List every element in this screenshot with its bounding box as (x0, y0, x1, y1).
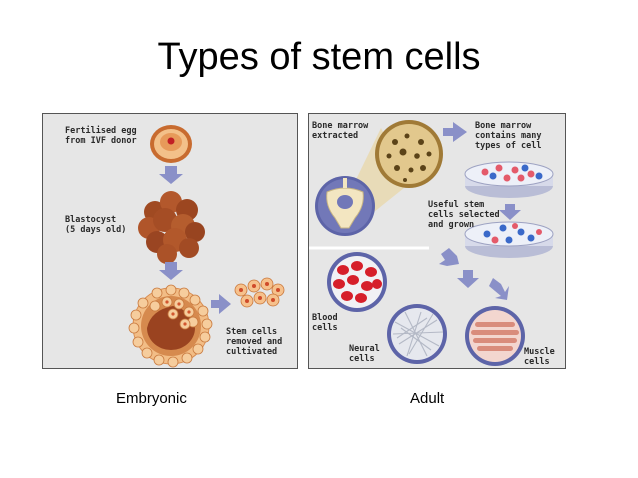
adult-illustration (309, 120, 554, 366)
slide-title: Types of stem cells (157, 36, 481, 78)
adult-caption: Adult (410, 390, 445, 407)
arrow-right-icon (443, 122, 467, 142)
culture-dish-icon (464, 221, 554, 258)
adult-panel: Bone marrow extracted Bone marrow contai… (308, 113, 566, 369)
cultivated-stem-cells-icon (234, 277, 285, 308)
marrow-contains-label: Bone marrow contains many types of cell (475, 121, 542, 151)
bone-marrow-zoom-icon (375, 120, 443, 188)
arrow-right-icon (211, 294, 231, 314)
stem-cells-label: Stem cells removed and cultivated (226, 327, 283, 357)
blood-cells-icon (327, 252, 387, 312)
fertilised-egg-label: Fertilised egg from IVF donor (65, 126, 137, 146)
blastocyst-label: Blastocyst (5 days old) (65, 215, 127, 235)
muscle-cells-label: Muscle cells (524, 347, 555, 367)
blood-cells-label: Blood cells (312, 313, 338, 333)
useful-stem-cells-label: Useful stem cells selected and grown (428, 200, 500, 230)
arrow-down-right-icon (489, 278, 509, 300)
marrow-extracted-label: Bone marrow extracted (312, 121, 369, 141)
embryonic-caption: Embryonic (116, 390, 187, 407)
culture-dish-icon (464, 161, 554, 198)
arrow-down-icon (159, 262, 183, 280)
fertilised-egg-icon (150, 125, 192, 163)
blastocyst-icon (138, 191, 205, 264)
muscle-cells-icon (465, 306, 525, 366)
neural-cells-label: Neural cells (349, 344, 380, 364)
embryonic-panel: Fertilised egg from IVF donor Blastocyst… (42, 113, 298, 369)
arrow-down-icon (457, 270, 479, 288)
pelvis-icon (315, 176, 375, 236)
arrow-down-left-icon (439, 248, 459, 266)
arrow-down-icon (499, 204, 521, 220)
arrow-down-icon (159, 166, 183, 184)
blastocyst-section-icon (128, 284, 213, 368)
embryonic-illustration (128, 125, 285, 368)
neural-cells-icon (387, 304, 447, 364)
